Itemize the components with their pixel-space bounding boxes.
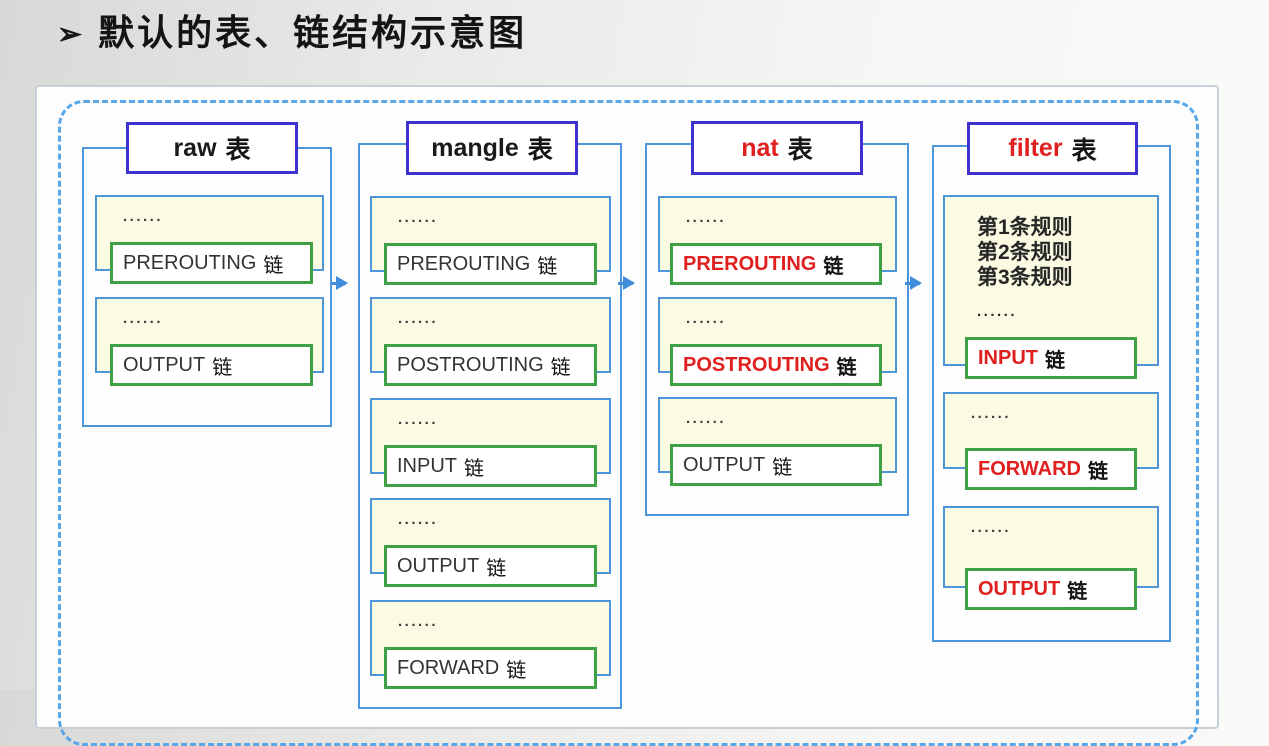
- chain-name-suffix: 链: [772, 456, 793, 479]
- ellipsis-dots: ......: [686, 310, 727, 327]
- table-name-suffix: 表: [527, 136, 553, 164]
- ellipsis-dots: ......: [123, 310, 164, 327]
- chain-label-box-output: OUTPUT 链: [965, 568, 1137, 610]
- chain-unit-raw-output: ...... OUTPUT 链: [95, 297, 324, 386]
- chain-label-box-postrouting: POSTROUTING 链: [670, 344, 882, 386]
- chain-unit-mangle-output: ...... OUTPUT 链: [370, 498, 611, 587]
- arrow-bullet-icon: ➢: [57, 18, 83, 51]
- table-raw-title: raw 表: [126, 122, 298, 174]
- table-name: nat: [741, 133, 779, 162]
- chain-unit-nat-postrouting: ...... POSTROUTING 链: [658, 297, 897, 386]
- chain-label-box-forward: FORWARD 链: [384, 647, 597, 689]
- chain-name: OUTPUT: [683, 453, 766, 476]
- chain-name-suffix: 链: [1045, 349, 1065, 372]
- chain-name-suffix: 链: [537, 255, 558, 278]
- chain-label-box-output: OUTPUT 链: [110, 344, 313, 386]
- slide: ➢ 默认的表、链结构示意图 raw 表...... PREROUTING 链.....…: [35, 10, 1219, 746]
- rule-line: 第2条规则: [977, 241, 1073, 264]
- ellipsis-dots: ......: [977, 303, 1018, 320]
- rule-line: 第3条规则: [977, 266, 1073, 289]
- chain-unit-filter-input: 第1条规则第2条规则第3条规则...... INPUT 链: [943, 195, 1159, 379]
- table-mangle-title: mangle 表: [406, 121, 578, 175]
- chain-unit-raw-prerouting: ...... PREROUTING 链: [95, 195, 324, 284]
- chain-name: FORWARD: [397, 656, 500, 679]
- chain-name: INPUT: [978, 346, 1038, 369]
- chain-unit-mangle-input: ...... INPUT 链: [370, 398, 611, 487]
- rule-line: 第1条规则: [977, 216, 1073, 239]
- chain-unit-filter-output: ...... OUTPUT 链: [943, 506, 1159, 610]
- chain-name-suffix: 链: [1067, 580, 1088, 603]
- table-filter-title: filter 表: [967, 122, 1138, 175]
- table-name: raw: [173, 133, 217, 162]
- table-nat-title: nat 表: [691, 121, 863, 175]
- ellipsis-dots: ......: [398, 310, 439, 327]
- flow-arrow-icon: [332, 276, 348, 290]
- chain-unit-nat-output: ...... OUTPUT 链: [658, 397, 897, 486]
- chain-name-suffix: 链: [506, 659, 527, 682]
- chain-name-suffix: 链: [263, 254, 284, 277]
- table-name-suffix: 表: [787, 136, 813, 164]
- ellipsis-dots: ......: [398, 209, 439, 226]
- chain-label-box-output: OUTPUT 链: [670, 444, 882, 486]
- chain-label-box-input: INPUT 链: [384, 445, 597, 487]
- table-name-suffix: 表: [225, 136, 251, 164]
- chain-unit-mangle-prerouting: ...... PREROUTING 链: [370, 196, 611, 285]
- iptables-diagram: raw 表...... PREROUTING 链...... OUTPUT 链 mangle…: [82, 121, 1171, 709]
- chain-unit-nat-prerouting: ...... PREROUTING 链: [658, 196, 897, 285]
- chain-label-box-postrouting: POSTROUTING 链: [384, 344, 597, 386]
- chain-name-suffix: 链: [823, 255, 844, 278]
- chain-label-box-prerouting: PREROUTING 链: [384, 243, 597, 285]
- flow-arrow-icon: [618, 276, 635, 290]
- ellipsis-dots: ......: [686, 410, 727, 427]
- chain-label-box-forward: FORWARD 链: [965, 448, 1137, 490]
- chain-name: PREROUTING: [397, 252, 531, 275]
- chain-name-suffix: 链: [464, 457, 484, 480]
- chain-unit-mangle-postrouting: ...... POSTROUTING 链: [370, 297, 611, 386]
- chain-name: POSTROUTING: [683, 353, 830, 376]
- ellipsis-dots: ......: [686, 209, 727, 226]
- chain-label-box-output: OUTPUT 链: [384, 545, 597, 587]
- table-name-suffix: 表: [1071, 136, 1097, 165]
- flow-arrow-icon: [905, 276, 922, 290]
- ellipsis-dots: ......: [398, 511, 439, 528]
- chain-name: OUTPUT: [978, 577, 1061, 600]
- slide-title-row: ➢ 默认的表、链结构示意图: [57, 10, 527, 57]
- chain-label-box-input: INPUT 链: [965, 337, 1137, 379]
- chain-name-suffix: 链: [550, 356, 571, 379]
- chain-name-suffix: 链: [1087, 460, 1108, 483]
- chain-name: OUTPUT: [123, 353, 206, 376]
- ellipsis-dots: ......: [971, 405, 1012, 422]
- ellipsis-dots: ......: [398, 613, 439, 630]
- page-title: 默认的表、链结构示意图: [98, 13, 528, 53]
- table-name: filter: [1008, 134, 1063, 162]
- chain-unit-mangle-forward: ...... FORWARD 链: [370, 600, 611, 689]
- chain-label-box-prerouting: PREROUTING 链: [110, 242, 313, 284]
- ellipsis-dots: ......: [398, 411, 439, 428]
- chain-label-box-prerouting: PREROUTING 链: [670, 243, 882, 285]
- chain-name: PREROUTING: [123, 251, 257, 274]
- chain-name-suffix: 链: [486, 557, 507, 580]
- ellipsis-dots: ......: [123, 208, 164, 225]
- table-name: mangle: [431, 133, 519, 162]
- chain-name: FORWARD: [978, 457, 1081, 480]
- chain-unit-filter-forward: ...... FORWARD 链: [943, 392, 1159, 490]
- chain-name: POSTROUTING: [397, 353, 544, 376]
- chain-name: OUTPUT: [397, 554, 480, 577]
- rule-list: 第1条规则第2条规则第3条规则......: [977, 215, 1073, 324]
- chain-name-suffix: 链: [836, 356, 857, 379]
- ellipsis-dots: ......: [971, 519, 1012, 536]
- chain-name: INPUT: [397, 454, 457, 477]
- chain-name: PREROUTING: [683, 252, 817, 275]
- chain-name-suffix: 链: [212, 356, 233, 379]
